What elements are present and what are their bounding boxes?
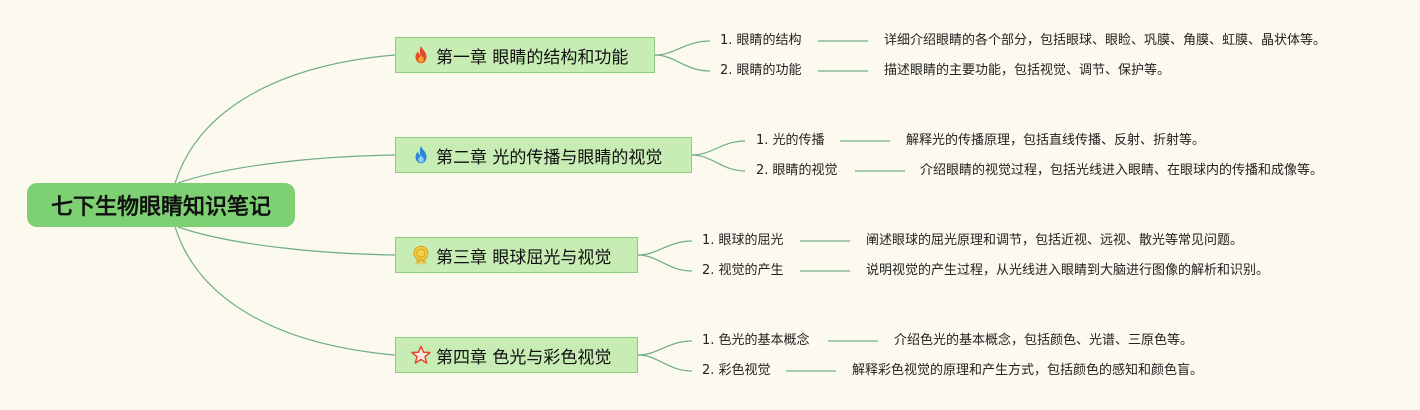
chapter-3-topic[interactable]: 第三章 眼球屈光与视觉: [395, 237, 638, 273]
fire-icon: [410, 44, 432, 66]
chapter-4-item-2-label[interactable]: 2. 彩色视觉: [702, 363, 771, 378]
connector-ch3-sub2: [637, 254, 693, 272]
connector-root-ch4: [169, 204, 396, 356]
chapter-1-title: 第一章 眼睛的结构和功能: [436, 47, 629, 68]
chapter-2-item-1-label[interactable]: 1. 光的传播: [756, 133, 825, 148]
root-topic[interactable]: 七下生物眼睛知识笔记: [27, 183, 295, 227]
chapter-4-item-1-label[interactable]: 1. 色光的基本概念: [702, 333, 810, 348]
chapter-3-item-1-desc[interactable]: 阐述眼球的屈光原理和调节，包括近视、远视、散光等常见问题。: [866, 233, 1244, 248]
chapter-2-item-2-desc[interactable]: 介绍眼睛的视觉过程，包括光线进入眼睛、在眼球内的传播和成像等。: [920, 163, 1324, 178]
chapter-1-item-1-label[interactable]: 1. 眼睛的结构: [720, 33, 802, 48]
chapter-1-item-1-desc[interactable]: 详细介绍眼睛的各个部分，包括眼球、眼睑、巩膜、角膜、虹膜、晶状体等。: [884, 33, 1327, 48]
chapter-4-item-1-desc[interactable]: 介绍色光的基本概念，包括颜色、光谱、三原色等。: [894, 333, 1194, 348]
chapter-1-item-2-desc[interactable]: 描述眼睛的主要功能，包括视觉、调节、保护等。: [884, 63, 1171, 78]
connector-ch2-sub1: [691, 140, 746, 156]
root-title: 七下生物眼睛知识笔记: [50, 195, 271, 220]
chapter-1-item-2-label[interactable]: 2. 眼睛的功能: [720, 63, 802, 78]
connector-root-ch3: [177, 226, 396, 256]
chapter-2-title: 第二章 光的传播与眼睛的视觉: [436, 147, 663, 168]
chapter-4-title: 第四章 色光与彩色视觉: [436, 347, 612, 368]
chapter-4-topic[interactable]: 第四章 色光与彩色视觉: [395, 337, 638, 373]
star-icon: [410, 344, 432, 366]
chapter-3-title: 第三章 眼球屈光与视觉: [436, 247, 612, 268]
connector-ch4-sub1: [637, 340, 693, 356]
chapter-2-item-2-label[interactable]: 2. 眼睛的视觉: [756, 163, 838, 178]
connector-root-ch2: [177, 154, 396, 184]
chapter-3-item-2-desc[interactable]: 说明视觉的产生过程，从光线进入眼睛到大脑进行图像的解析和识别。: [866, 263, 1270, 278]
chapter-2-item-1-desc[interactable]: 解释光的传播原理，包括直线传播、反射、折射等。: [906, 133, 1206, 148]
connector-ch4-sub2: [637, 354, 693, 372]
connector-ch1-sub2: [654, 54, 711, 72]
chapter-3-item-1-label[interactable]: 1. 眼球的屈光: [702, 233, 784, 248]
chapter-3-item-2-label[interactable]: 2. 视觉的产生: [702, 263, 784, 278]
connector-root-ch1: [169, 54, 396, 206]
chapter-1-topic[interactable]: 第一章 眼睛的结构和功能: [395, 37, 655, 73]
connector-ch3-sub1: [637, 240, 693, 256]
chapter-2-topic[interactable]: 第二章 光的传播与眼睛的视觉: [395, 137, 692, 173]
chapter-4-item-2-desc[interactable]: 解释彩色视觉的原理和产生方式，包括颜色的感知和颜色盲。: [852, 363, 1204, 378]
blue-flame-icon: [410, 144, 432, 166]
connector-ch2-sub2: [691, 154, 746, 172]
connector-ch1-sub1: [654, 40, 711, 56]
medal-icon: [410, 244, 432, 266]
